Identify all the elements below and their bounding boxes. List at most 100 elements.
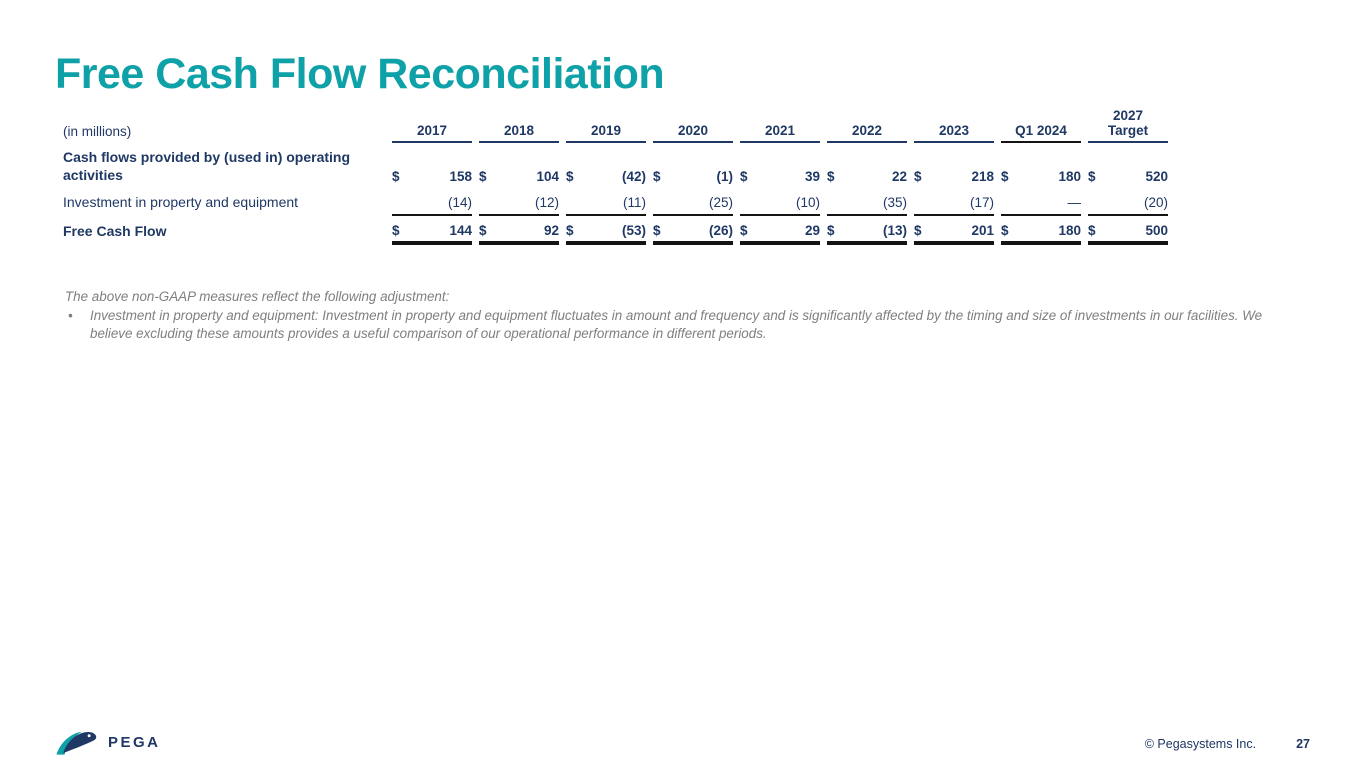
cell-amount: 180 bbox=[1058, 169, 1081, 185]
currency-symbol: $ bbox=[914, 169, 922, 185]
table-cell: $92 bbox=[479, 219, 559, 245]
cell-amount: (42) bbox=[621, 169, 646, 185]
table-cell: $144 bbox=[392, 219, 472, 245]
footnote-bullet: • Investment in property and equipment: … bbox=[65, 307, 1300, 343]
currency-symbol: $ bbox=[653, 223, 661, 239]
currency-symbol: $ bbox=[1001, 223, 1009, 239]
table-cell: $180 bbox=[1001, 143, 1081, 190]
footnote: The above non-GAAP measures reflect the … bbox=[65, 288, 1300, 343]
table-cell: (10) bbox=[740, 190, 820, 216]
column-header-2023: 2023 bbox=[914, 108, 994, 144]
currency-symbol: $ bbox=[479, 223, 487, 239]
cell-amount: 104 bbox=[536, 169, 559, 185]
column-header-2018: 2018 bbox=[479, 108, 559, 144]
table-cell: (14) bbox=[392, 190, 472, 216]
column-header-2022: 2022 bbox=[827, 108, 907, 144]
table-cell: $201 bbox=[914, 219, 994, 245]
cell-amount: (10) bbox=[795, 194, 820, 210]
page-number: 27 bbox=[1296, 737, 1310, 751]
currency-symbol: $ bbox=[392, 169, 400, 185]
table-cell: (12) bbox=[479, 190, 559, 216]
row-label: Investment in property and equipment bbox=[63, 194, 299, 211]
table-cell: (17) bbox=[914, 190, 994, 216]
footnote-bullet-text: Investment in property and equipment: In… bbox=[90, 307, 1263, 341]
currency-symbol: $ bbox=[392, 223, 400, 239]
currency-symbol: $ bbox=[1088, 169, 1096, 185]
footnote-intro: The above non-GAAP measures reflect the … bbox=[65, 289, 450, 304]
cell-amount: 39 bbox=[804, 169, 820, 185]
cell-amount: 144 bbox=[449, 223, 472, 239]
currency-symbol: $ bbox=[740, 223, 748, 239]
column-header-2027-target: 2027 Target bbox=[1088, 108, 1168, 144]
cell-amount: 218 bbox=[971, 169, 994, 185]
table-cell: (35) bbox=[827, 190, 907, 216]
column-header-2017: 2017 bbox=[392, 108, 472, 144]
pega-wordmark: PEGA bbox=[108, 733, 161, 751]
table-cell: (11) bbox=[566, 190, 646, 216]
currency-symbol: $ bbox=[1088, 223, 1096, 239]
table-cell: $520 bbox=[1088, 143, 1168, 190]
table-cell: (25) bbox=[653, 190, 733, 216]
pega-logo: PEGA bbox=[55, 727, 161, 757]
cell-amount: (20) bbox=[1143, 194, 1168, 210]
table-cell: $180 bbox=[1001, 219, 1081, 245]
column-header-2020: 2020 bbox=[653, 108, 733, 144]
table-cell: $ (53) bbox=[566, 219, 646, 245]
cell-amount: 158 bbox=[449, 169, 472, 185]
cell-amount: (26) bbox=[708, 223, 733, 239]
table-cell: (20) bbox=[1088, 190, 1168, 216]
cell-amount: (53) bbox=[621, 223, 646, 239]
table-row-investment: Investment in property and equipment (14… bbox=[63, 190, 1168, 216]
cell-amount: 500 bbox=[1145, 223, 1168, 239]
currency-symbol: $ bbox=[914, 223, 922, 239]
cell-amount: (25) bbox=[708, 194, 733, 210]
table-cell: $218 bbox=[914, 143, 994, 190]
currency-symbol: $ bbox=[827, 169, 835, 185]
column-header-2019: 2019 bbox=[566, 108, 646, 144]
table-cell: $22 bbox=[827, 143, 907, 190]
currency-symbol: $ bbox=[566, 169, 574, 185]
table-cell: — bbox=[1001, 190, 1081, 216]
table-cell: $29 bbox=[740, 219, 820, 245]
cell-amount: 92 bbox=[543, 223, 559, 239]
cell-amount: — bbox=[1067, 194, 1082, 210]
currency-symbol: $ bbox=[653, 169, 661, 185]
table-cell: $ (42) bbox=[566, 143, 646, 190]
table-cell: $104 bbox=[479, 143, 559, 190]
cell-amount: (17) bbox=[969, 194, 994, 210]
cell-amount: (11) bbox=[622, 194, 646, 210]
cell-amount: 22 bbox=[891, 169, 907, 185]
row-label: Free Cash Flow bbox=[63, 222, 167, 239]
cell-amount: 201 bbox=[971, 223, 994, 239]
bullet-icon: • bbox=[68, 307, 73, 323]
currency-symbol: $ bbox=[566, 223, 574, 239]
table-cell: $(13) bbox=[827, 219, 907, 245]
currency-symbol: $ bbox=[740, 169, 748, 185]
copyright-text: © Pegasystems Inc. bbox=[1144, 737, 1257, 751]
currency-symbol: $ bbox=[827, 223, 835, 239]
currency-symbol: $ bbox=[1001, 169, 1009, 185]
footer-right: © Pegasystems Inc. 27 bbox=[1145, 737, 1310, 751]
cell-amount: 180 bbox=[1058, 223, 1081, 239]
column-header-q1-2024: Q1 2024 bbox=[1001, 108, 1081, 144]
cell-amount: (14) bbox=[447, 194, 472, 210]
table-cell: $158 bbox=[392, 143, 472, 190]
page-title: Free Cash Flow Reconciliation bbox=[55, 50, 665, 98]
cell-amount: (35) bbox=[882, 194, 907, 210]
table-row-free-cash-flow: Free Cash Flow $144 $92 $(53) $(26) $29 … bbox=[63, 216, 1168, 245]
cell-amount: 29 bbox=[804, 223, 820, 239]
financial-table: (in millions) 2017 2018 2019 2020 2021 2… bbox=[63, 108, 1168, 245]
table-header-row: (in millions) 2017 2018 2019 2020 2021 2… bbox=[63, 108, 1168, 144]
currency-symbol: $ bbox=[479, 169, 487, 185]
column-header-2021: 2021 bbox=[740, 108, 820, 144]
unit-label: (in millions) bbox=[63, 124, 132, 140]
table-cell: $ (26) bbox=[653, 219, 733, 245]
table-cell: $500 bbox=[1088, 219, 1168, 245]
cell-amount: (12) bbox=[534, 194, 559, 210]
table-cell: $39 bbox=[740, 143, 820, 190]
cell-amount: (1) bbox=[716, 169, 734, 185]
table-row-operating-activities: Cash flows provided by (used in) operati… bbox=[63, 143, 1168, 190]
pega-logo-icon bbox=[56, 731, 97, 755]
cell-amount: 520 bbox=[1145, 169, 1168, 185]
